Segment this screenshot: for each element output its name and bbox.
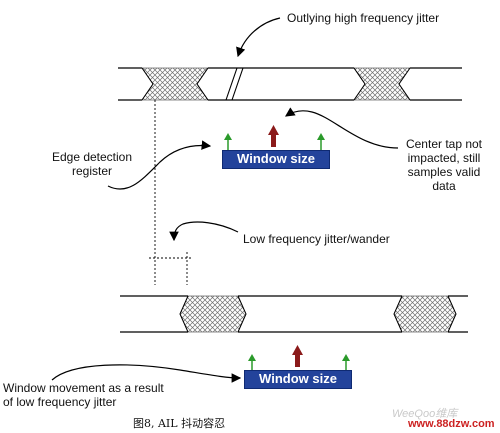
edge-detection-line-2: register — [71, 164, 112, 178]
outlying-jitter-label: Outlying high frequency jitter — [287, 11, 440, 25]
center-tap-line-3: samples valid — [407, 165, 481, 179]
figure-caption: 图8, AIL 抖动容忍 — [133, 417, 226, 430]
bottom-crosshatch-left — [179, 295, 247, 333]
center-tap-line-1: Center tap not — [405, 137, 483, 151]
center-tap-label: Center tap not impacted, still samples v… — [392, 137, 496, 193]
window-size-box-bottom: Window size — [244, 370, 352, 389]
window-movement-line-1: Window movement as a result — [3, 381, 164, 395]
bottom-signal-edges — [179, 295, 457, 333]
top-waveform — [118, 67, 462, 101]
top-crosshatch-right — [353, 67, 411, 101]
top-crosshatch-left — [141, 67, 209, 101]
edge-detection-line-1: Edge detection — [51, 150, 133, 164]
edge-detection-leader — [107, 140, 212, 190]
watermark-logo: WeeQoo维库 — [392, 408, 458, 420]
bottom-waveform — [120, 295, 468, 333]
watermark-url: www.88dzw.com — [408, 418, 495, 430]
low-freq-jitter-label: Low frequency jitter/wander — [243, 232, 390, 246]
window-movement-leader — [51, 364, 242, 383]
top-signal-edges — [141, 67, 411, 101]
edge-detection-label: Edge detection register — [42, 150, 142, 178]
outlying-jitter-leader — [236, 17, 281, 58]
center-tap-leader — [285, 107, 399, 149]
bottom-window-arrows — [248, 345, 350, 371]
outlying-jitter-edge-1 — [225, 67, 238, 101]
low-freq-leader — [169, 221, 239, 242]
window-movement-line-2: of low frequency jitter — [3, 395, 117, 409]
bottom-crosshatch-right — [393, 295, 457, 333]
outlying-jitter-edge-2 — [231, 67, 244, 101]
window-size-box-top: Window size — [222, 150, 330, 169]
top-window-arrows — [224, 125, 325, 150]
center-tap-line-4: data — [432, 179, 456, 193]
center-tap-line-2: impacted, still — [407, 151, 481, 165]
window-movement-label: Window movement as a result of low frequ… — [3, 381, 164, 409]
